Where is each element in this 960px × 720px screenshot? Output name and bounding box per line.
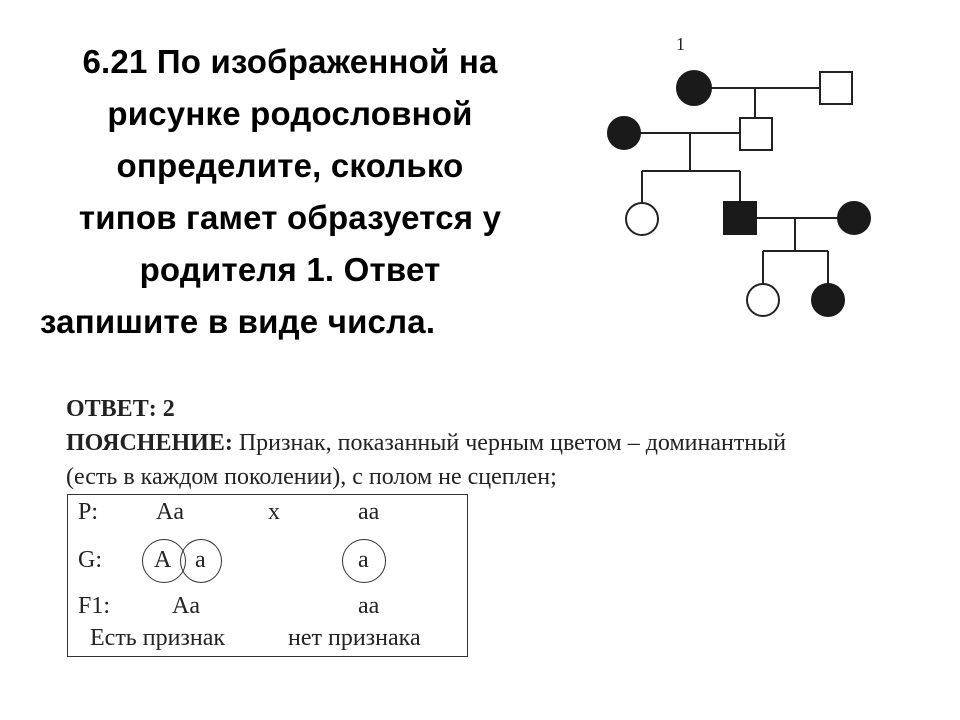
f1-child-1-genotype: Aa: [172, 593, 200, 619]
explanation-text-1: Признак, показанный черным цветом – доми…: [238, 430, 787, 456]
g-label: G:: [78, 547, 102, 573]
explanation-heading: ПОЯСНЕНИЕ:: [66, 430, 233, 456]
answer-block: ОТВЕТ: 2 ПОЯСНЕНИЕ: Признак, показанный …: [66, 392, 956, 494]
question-line-4: типов гамет образуется у: [78, 199, 502, 236]
explanation-line-1: ПОЯСНЕНИЕ: Признак, показанный черным цв…: [66, 426, 956, 460]
p-label: P:: [78, 499, 99, 525]
female-unaffected-gen3: [625, 202, 659, 236]
male-unaffected-gen2: [739, 117, 773, 151]
male-unaffected-gen1: [819, 71, 853, 105]
gamete-3: a: [358, 547, 369, 573]
female-affected-gen2: [607, 116, 641, 150]
f1-label: F1:: [78, 593, 111, 619]
cross-scheme-box: P: Aa x aa G: A a a F1: Aa aa Есть призн…: [67, 494, 468, 657]
gamete-circle-3: [342, 539, 386, 583]
gamete-1: A: [154, 547, 172, 573]
cross-symbol: x: [268, 499, 280, 525]
parent-1-label: 1: [676, 34, 685, 54]
answer-label: ОТВЕТ: 2: [66, 396, 175, 422]
question-line-5: родителя 1. Ответ: [139, 251, 441, 288]
question-line-3: определите, сколько: [116, 147, 464, 184]
explanation-text-2: (есть в каждом поколении), с полом не сц…: [66, 464, 557, 490]
female-unaffected-gen4: [746, 283, 780, 317]
female-affected-parent-1: [676, 70, 712, 106]
question-line-6: запишите в виде числа.: [40, 303, 436, 340]
f1-child-2-genotype: aa: [358, 593, 380, 619]
female-affected-gen3-spouse: [837, 201, 871, 235]
phenotype-2: нет признака: [288, 625, 421, 651]
p-parent-1-genotype: Aa: [156, 499, 184, 525]
gamete-circle-2: [180, 539, 222, 583]
explanation-line-2: (есть в каждом поколении), с полом не сц…: [66, 460, 956, 494]
gamete-2: a: [195, 547, 206, 573]
question-text: 6.21 По изображенной на рисунке родослов…: [30, 36, 550, 348]
answer-line: ОТВЕТ: 2: [66, 392, 956, 426]
phenotype-1: Есть признак: [90, 625, 226, 651]
question-line-1: 6.21 По изображенной на: [82, 43, 498, 80]
question-line-2: рисунке родословной: [107, 95, 473, 132]
female-affected-gen4: [811, 283, 845, 317]
male-affected-gen3: [723, 201, 757, 235]
p-parent-2-genotype: aa: [358, 499, 380, 525]
